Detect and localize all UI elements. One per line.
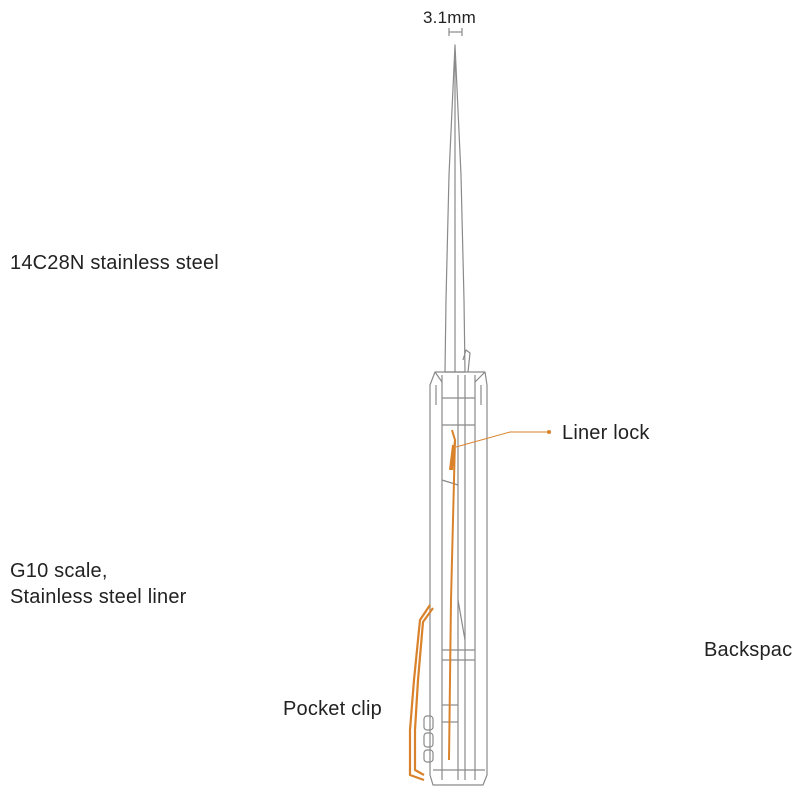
- handle-liner-line: Stainless steel liner: [10, 586, 187, 608]
- handle-scale-line: G10 scale,: [10, 560, 108, 582]
- liner-lock-label: Liner lock: [562, 422, 650, 444]
- liner-lock-leader: [455, 430, 551, 448]
- pocket-clip-label: Pocket clip: [283, 698, 382, 720]
- clip-screws: [423, 715, 434, 763]
- pocket-clip-part: [408, 604, 434, 782]
- blade: [444, 44, 471, 373]
- handle: [429, 371, 488, 786]
- liner-lock-part: [448, 429, 457, 761]
- backspacer-label: Backspac: [704, 639, 793, 661]
- blade-steel-label: 14C28N stainless steel: [10, 252, 219, 274]
- blade-thickness-label: 3.1mm: [423, 8, 476, 27]
- thickness-dimension-mark: [448, 28, 463, 36]
- handle-material-label: G10 scale, Stainless steel liner: [10, 558, 187, 610]
